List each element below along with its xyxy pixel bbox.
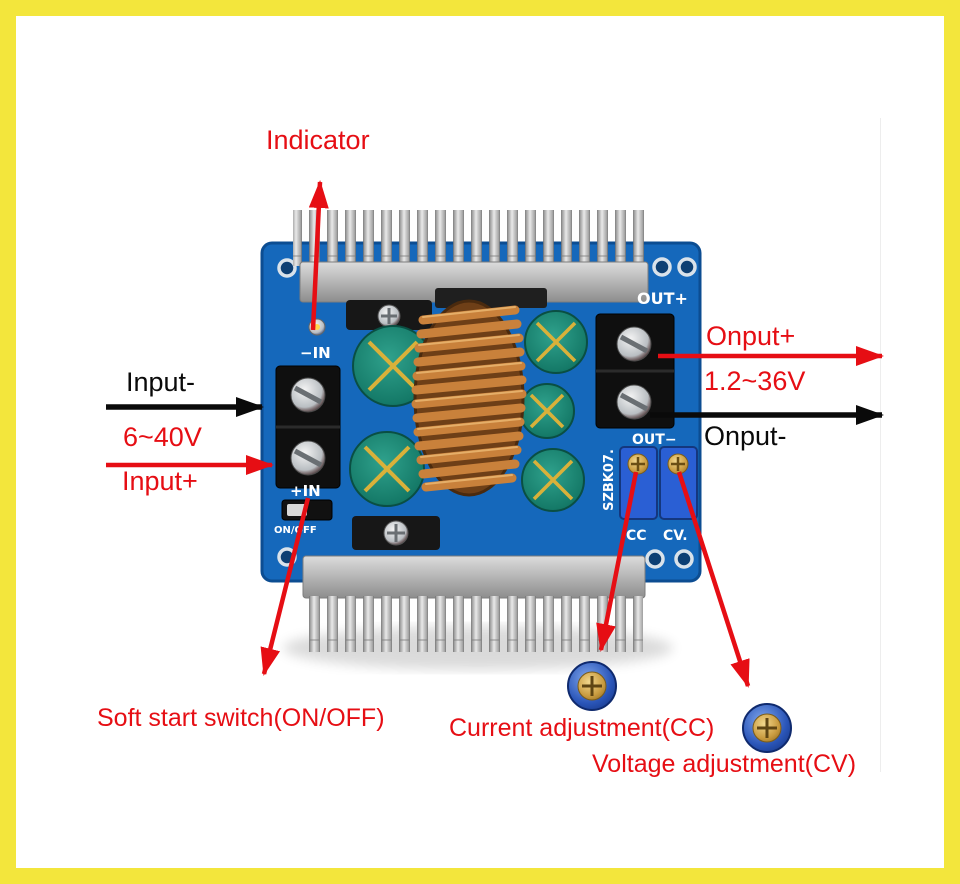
mounting-holes [277,257,697,569]
silkscreen-cc: CC [626,528,647,544]
silkscreen-out-minus: OUT− [632,432,677,448]
mounting-brackets [346,288,547,550]
input-range-label: 6~40V [123,422,202,452]
silkscreen-model: SZBK07. [602,449,617,511]
cc-screw-callout [567,661,617,711]
voltage-adjust-label: Voltage adjustment(CV) [592,750,857,778]
heatsink-bottom [302,555,646,652]
input-terminal-block [275,365,341,489]
silkscreen-text: OUT+ OUT− −IN +IN ON/OFF CC CV. SZBK07. [274,289,688,544]
heatsink-top [293,210,650,303]
voltage-adjust-arrow [676,471,751,688]
capacitor [519,383,575,439]
capacitor [352,325,434,407]
indicator-arrow [308,180,329,331]
silkscreen-cv: CV. [663,528,688,544]
indicator-label: Indicator [266,125,370,155]
cv-screw-callout [742,703,792,753]
output-minus-label: Onput- [704,421,787,451]
annotation-arrows [106,180,884,688]
toroid-inductor [411,299,527,497]
heatsink-bottom-fins [305,596,643,652]
silkscreen-in-minus: −IN [300,344,331,362]
output-range-label: 1.2~36V [704,366,806,396]
capacitor [349,431,425,507]
output-terminal-block [595,313,675,429]
capacitor [524,310,588,374]
input-minus-label: Input- [126,367,196,397]
heatsink-top-fins [293,210,650,266]
capacitor [521,448,585,512]
current-adjust-arrow [596,471,639,652]
soft-start-arrow [260,497,311,676]
output-plus-label: Onput+ [706,321,796,351]
silkscreen-out-plus: OUT+ [637,289,688,308]
current-adjust-label: Current adjustment(CC) [449,714,715,742]
heatsink-bottom-base [302,555,646,599]
capacitors [349,310,588,512]
soft-start-label: Soft start switch(ON/OFF) [97,704,385,732]
photo-right-edge [880,118,881,772]
silkscreen-in-plus: +IN [290,482,321,500]
input-plus-label: Input+ [122,466,198,496]
silkscreen-on-off: ON/OFF [274,525,317,536]
